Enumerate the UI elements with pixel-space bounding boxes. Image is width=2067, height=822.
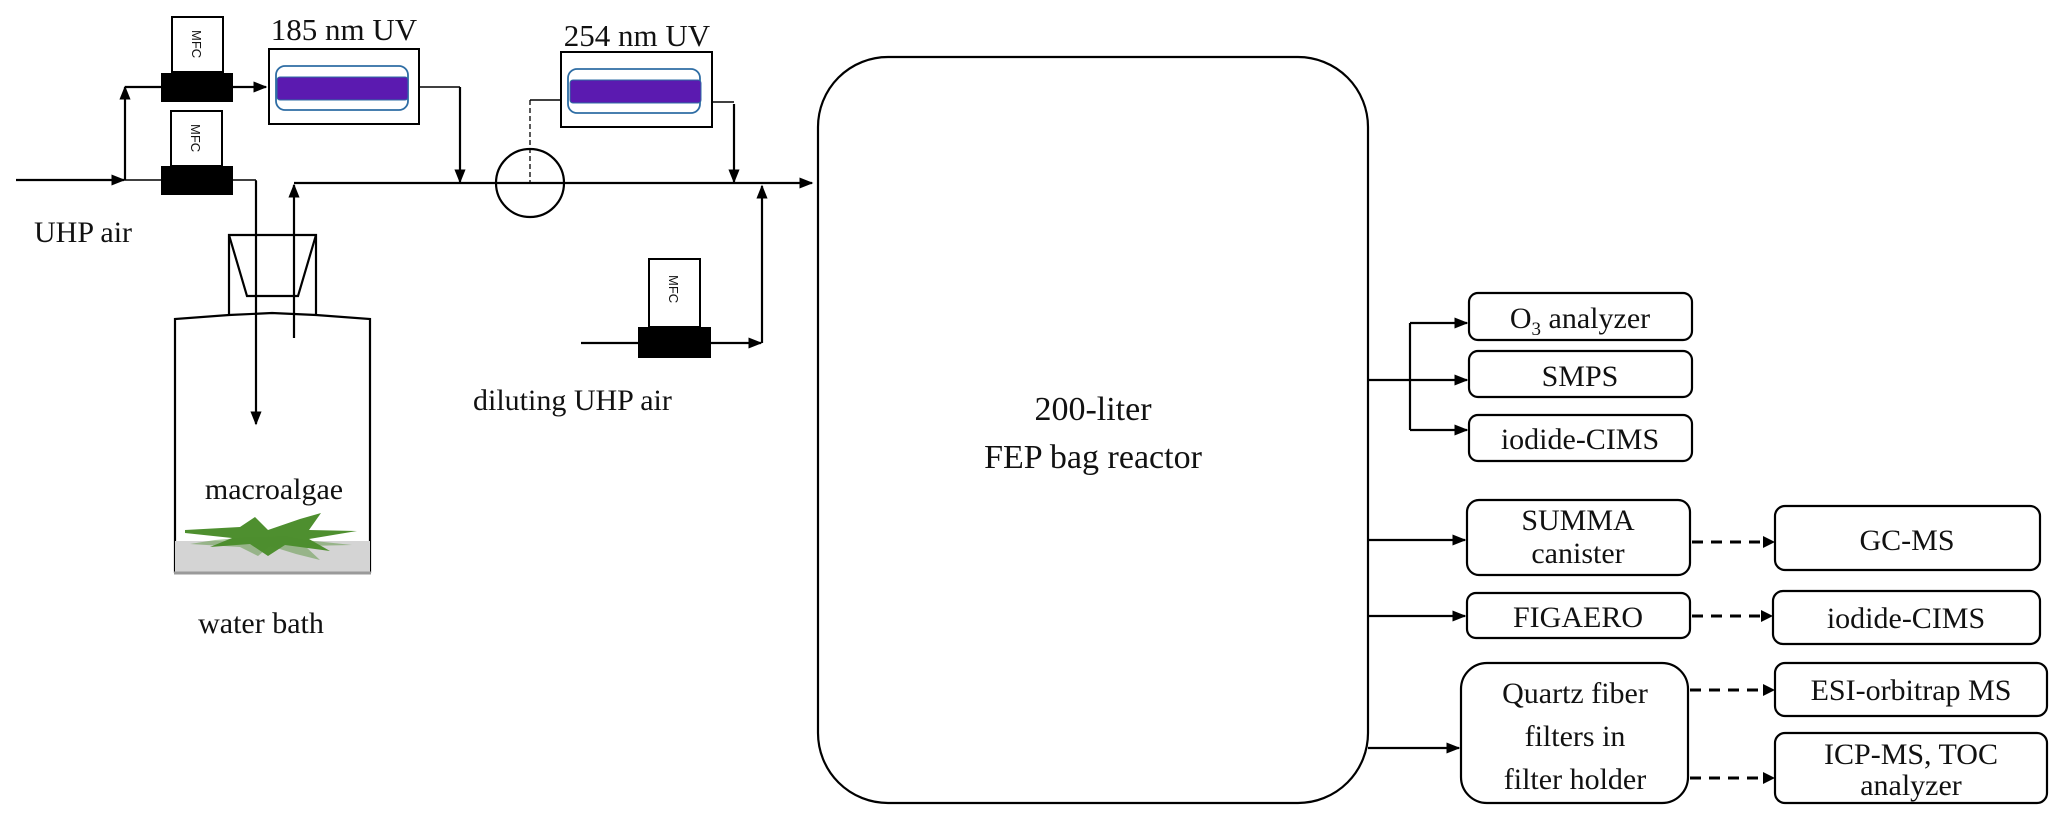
mfc-upper: MFC (161, 16, 268, 102)
quartz-filter-box: Quartz fiber filters in filter holder (1459, 661, 1690, 805)
smps-label: SMPS (1542, 360, 1619, 393)
offline-samplers: SUMMA canister GC-MS FIGAERO iodide-CIMS… (1368, 498, 2049, 805)
bottle-neck (227, 233, 318, 315)
uv-254-label: 254 nm UV (564, 18, 711, 53)
reactor-label-line2: FEP bag reactor (984, 439, 1202, 476)
macroalgae-vessel: macroalgae water bath (173, 180, 372, 640)
uv-185-lamp (276, 76, 409, 101)
iodide-cims-offline-box: iodide-CIMS (1771, 589, 2042, 646)
gc-ms-outline (1773, 504, 2042, 572)
reactor-label-line1: 200-liter (1034, 391, 1152, 428)
iodide-cims-offline-label: iodide-CIMS (1827, 602, 1985, 635)
o3-analyzer-outline (1467, 291, 1694, 342)
summa-label-line2: canister (1531, 537, 1624, 570)
uv-185-label: 185 nm UV (271, 12, 418, 47)
smps-box: SMPS (1467, 349, 1694, 399)
algae-reflection (190, 536, 352, 560)
o3-analyzer-box: O3 analyzer (1467, 291, 1694, 342)
figaero-box: FIGAERO (1465, 591, 1692, 640)
iodide-cims-online-label: iodide-CIMS (1501, 423, 1659, 456)
esi-orbitrap-box: ESI-orbitrap MS (1773, 661, 2049, 718)
icp-ms-toc-box: ICP-MS, TOC analyzer (1773, 731, 2049, 805)
diluting-air-label: diluting UHP air (473, 384, 672, 417)
summa-canister-box: SUMMA canister (1465, 498, 1692, 577)
summa-to-gcms-arrowhead (1763, 536, 1775, 548)
icp-ms-toc-label-line1: ICP-MS, TOC (1824, 738, 1998, 771)
diluting-air-mfc: MFC diluting UHP air (473, 184, 768, 417)
icp-ms-toc-outline (1773, 731, 2049, 805)
o3-analyzer-label: O3 analyzer (1510, 302, 1650, 340)
iodide-cims-offline-outline (1771, 589, 2042, 646)
mfc-diluting-label: MFC (666, 275, 681, 303)
filter-to-icp-arrowhead (1763, 772, 1775, 784)
mfc-upper-valve (161, 73, 233, 102)
uv-lamp-185: 185 nm UV (268, 12, 466, 184)
water-bath-label: water bath (198, 607, 324, 640)
uv-254-lamp (569, 79, 702, 104)
uhp-air-inlet: UHP air (16, 85, 161, 249)
mfc-lower-valve (161, 166, 233, 195)
icp-ms-toc-label-line2: analyzer (1860, 769, 1962, 802)
mfc-lower-label: MFC (188, 124, 203, 152)
esi-orbitrap-label: ESI-orbitrap MS (1811, 674, 2012, 707)
reactor-outline (816, 55, 1370, 805)
summa-label-line1: SUMMA (1521, 504, 1635, 537)
quartz-label-line1: Quartz fiber (1502, 677, 1648, 710)
iodide-cims-online-box: iodide-CIMS (1467, 413, 1694, 463)
macroalgae-label: macroalgae (205, 473, 343, 506)
iodide-cims-online-outline (1467, 413, 1694, 463)
quartz-label-line3: filter holder (1504, 763, 1646, 796)
online-instruments: O3 analyzer SMPS iodide-CIMS (1368, 291, 1694, 463)
figaero-label: FIGAERO (1513, 601, 1643, 634)
gc-ms-label: GC-MS (1859, 524, 1954, 557)
algae-shape (185, 513, 357, 556)
filter-to-esi-arrowhead (1763, 684, 1775, 696)
uhp-air-label: UHP air (34, 216, 132, 249)
mfc-diluting-valve (638, 327, 711, 358)
figaero-to-cims-arrowhead (1761, 610, 1773, 622)
uv-lamp-254: 254 nm UV (560, 18, 740, 184)
mfc-lower: MFC (161, 110, 256, 195)
fep-bag-reactor: 200-liter FEP bag reactor (816, 55, 1370, 805)
gc-ms-box: GC-MS (1773, 504, 2042, 572)
figaero-outline (1465, 591, 1692, 640)
summa-outline (1465, 498, 1692, 577)
smps-outline (1467, 349, 1694, 399)
bottle-body (173, 311, 372, 573)
esi-orbitrap-outline (1773, 661, 2049, 718)
quartz-label-line2: filters in (1525, 720, 1626, 753)
mfc-upper-box (171, 16, 224, 73)
mfc-diluting-box (648, 258, 701, 328)
mfc-upper-label: MFC (189, 30, 204, 58)
valve-circle (494, 99, 566, 219)
quartz-filter-outline (1459, 661, 1690, 805)
stopper (227, 234, 318, 298)
